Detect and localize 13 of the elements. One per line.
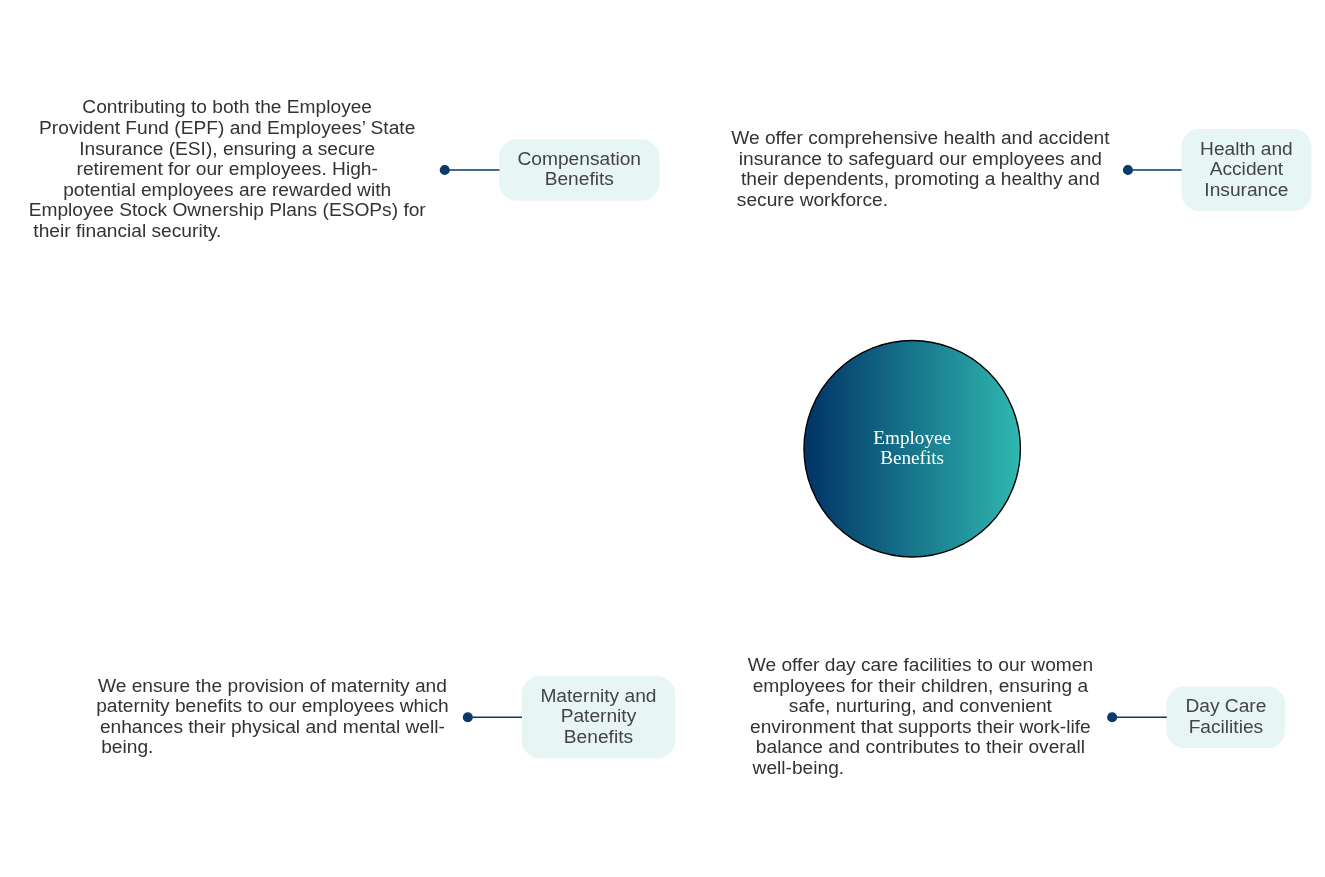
connector [462,712,523,723]
node-box: Compensation Benefits [499,139,660,201]
node-text: We offer day care facilities to our women employees for their children, ensuring a safe, nurturing, and convenient environment that supports their work-life balance and contributes to their overall well-being. [747,653,1094,778]
node-box: Day Care Facilities [1166,686,1286,749]
node-text: We offer comprehensive health and accident insurance to safeguard our employees and their dependents, promoting a healthy and secure workforce. [731,127,1110,210]
node-box: Maternity and Paternity Benefits [521,676,676,759]
node-text: We ensure the provision of maternity and paternity benefits to our employees which enhances their physical and mental well-being. [96,674,449,758]
node-text: Contributing to both the Employee Provident Fund (EPF) and Employees’ State Insurance (ESI), ensuring a secure retirement for our employees. High-potential employees are rewarded with Employee Stock Ownership Plans (ESOPs) for their financial security. [28,96,426,241]
connector [1122,164,1183,176]
connector [1107,712,1168,723]
node-box: Health and Accident Insurance [1181,128,1312,212]
node-circle: Employee Benefits [803,339,1022,558]
connector [439,164,501,176]
